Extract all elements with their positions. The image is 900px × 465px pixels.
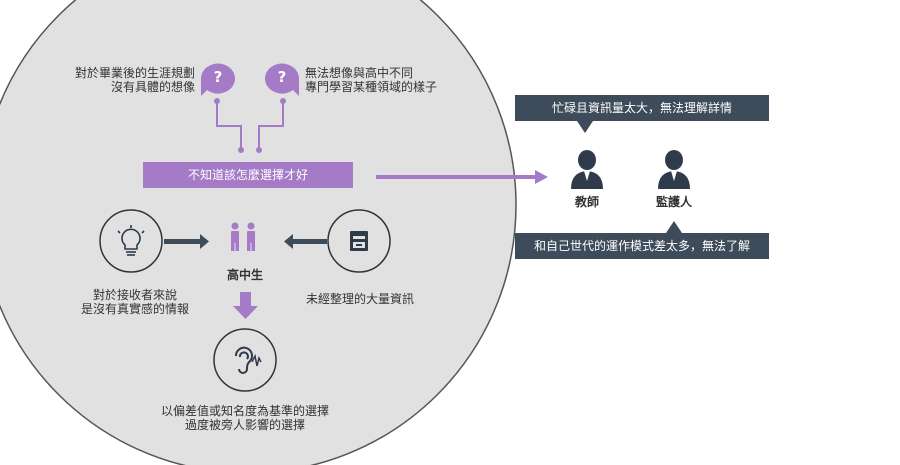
concern-left-text: 對於畢業後的生涯規劃 沒有具體的想像 xyxy=(40,66,195,94)
ear-sound-icon xyxy=(234,346,262,374)
guardian-label: 監護人 xyxy=(655,195,692,209)
arrow-to-student-right xyxy=(284,234,327,249)
question-bubble-icon: ? xyxy=(200,63,235,96)
lightbulb-icon xyxy=(117,225,145,256)
student-label: 高中生 xyxy=(226,268,263,282)
concern-left-line: 沒有具體的想像 xyxy=(110,80,195,94)
arrow-down xyxy=(233,292,258,319)
person-icon xyxy=(571,150,603,189)
svg-text:?: ? xyxy=(214,68,223,86)
guardian-comment: 和自己世代的運作模式差太多，無法了解 xyxy=(515,233,769,259)
bottom-icon-circle xyxy=(213,328,277,392)
question-bubble-icon: ? xyxy=(265,63,300,96)
archive-box-icon xyxy=(350,231,368,251)
concern-right-text: 無法想像與高中不同 專門學習某種領域的樣子 xyxy=(305,66,475,94)
left-info-line: 是沒有真實感的情報 xyxy=(80,302,189,316)
student-pair-icon xyxy=(231,222,255,251)
right-icon-circle xyxy=(327,209,391,273)
arrow-to-student-left xyxy=(164,234,209,249)
concern-right-line: 專門學習某種領域的樣子 xyxy=(305,80,438,94)
teacher-label: 教師 xyxy=(574,195,599,209)
context-circle xyxy=(0,0,517,465)
bottom-info-line: 以偏差值或知名度為基準的選擇 xyxy=(160,404,329,418)
left-info-text: 對於接收者來說 是沒有真實感的情報 xyxy=(60,288,210,316)
left-icon-circle xyxy=(99,209,163,273)
concern-right-line: 無法想像與高中不同 xyxy=(305,66,414,80)
connector-lines xyxy=(214,98,286,153)
bottom-tooltip-pointer xyxy=(666,221,682,233)
svg-text:?: ? xyxy=(278,68,287,86)
arrow-to-adults xyxy=(376,170,548,184)
top-tooltip-pointer xyxy=(577,121,593,133)
right-info-text: 未經整理的大量資訊 xyxy=(305,292,414,306)
bottom-info-text: 以偏差值或知名度為基準的選擇 過度被旁人影響的選擇 xyxy=(140,404,350,432)
concern-left-line: 對於畢業後的生涯規劃 xyxy=(74,66,195,80)
decision-box: 不知道該怎麼選擇才好 xyxy=(143,162,353,188)
person-icon xyxy=(658,150,690,189)
left-info-line: 對於接收者來說 xyxy=(92,288,177,302)
teacher-comment: 忙碌且資訊量太大，無法理解詳情 xyxy=(515,95,769,121)
bottom-info-line: 過度被旁人影響的選擇 xyxy=(184,418,305,432)
